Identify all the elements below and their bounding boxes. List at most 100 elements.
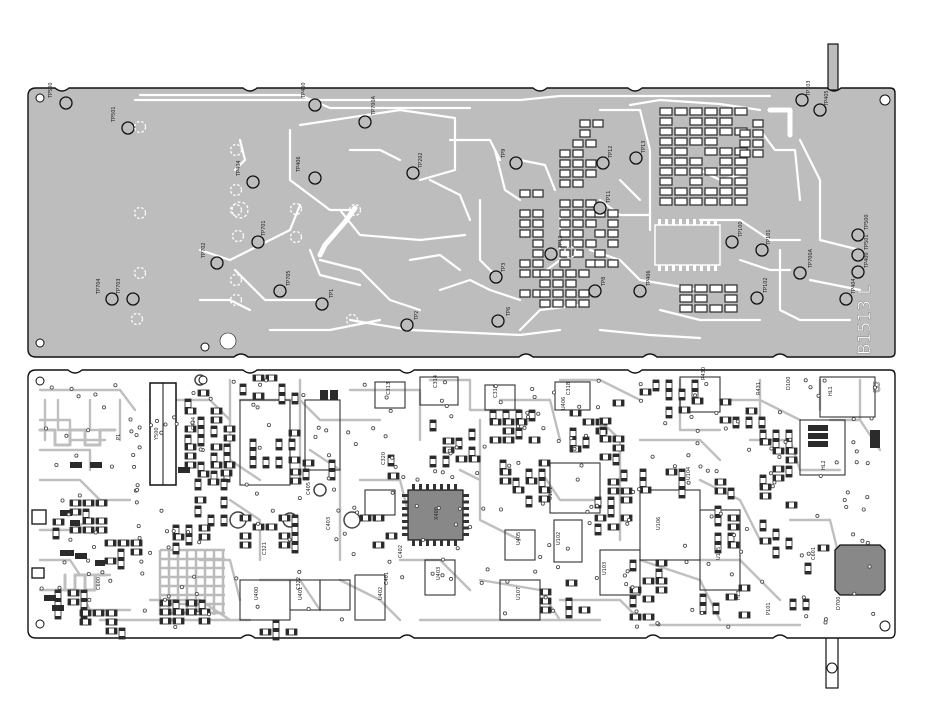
smd-pad — [292, 393, 298, 396]
top-ic-pin — [665, 219, 668, 225]
smd-pad — [621, 478, 627, 481]
smd-pad — [754, 408, 757, 414]
smd-pad — [279, 401, 285, 404]
via — [148, 423, 153, 428]
smd-pad — [294, 629, 297, 635]
via — [869, 416, 874, 421]
smd-pad — [118, 549, 124, 552]
dark-pad — [90, 462, 102, 468]
component-label: HL3 — [736, 590, 742, 600]
via — [551, 608, 556, 613]
smd-pad — [773, 475, 776, 481]
smd-pad — [221, 505, 227, 508]
test-point — [489, 270, 503, 284]
smd-pad — [679, 487, 685, 490]
test-point-label: TP102 — [763, 277, 769, 294]
smd-pad — [700, 594, 706, 597]
smd-pad — [595, 515, 598, 521]
top-pad — [572, 169, 584, 178]
smd-pad — [760, 475, 766, 478]
smd-pad — [207, 609, 210, 615]
via — [695, 441, 700, 446]
smd-pad — [613, 445, 616, 451]
top-trace — [318, 258, 422, 312]
bottom-trace — [358, 478, 412, 522]
smd-pad — [692, 398, 695, 404]
smd-pad — [715, 523, 721, 526]
via — [447, 448, 452, 453]
via — [631, 489, 636, 494]
top-pad — [592, 119, 604, 128]
top-pad — [689, 197, 703, 206]
smd-pad — [733, 425, 739, 428]
via — [585, 509, 590, 514]
mount-hole-big — [219, 332, 237, 350]
top-pad — [532, 259, 544, 268]
chip-pin — [440, 540, 443, 546]
smd-pad — [587, 607, 590, 613]
smd-pad — [55, 616, 61, 619]
via — [453, 522, 458, 527]
smd-pad — [381, 515, 384, 521]
top-ic-pin — [679, 265, 682, 271]
smd-pad — [206, 390, 209, 396]
via — [60, 498, 65, 503]
via — [718, 511, 723, 516]
smd-pad — [298, 469, 301, 475]
top-pad — [679, 284, 693, 293]
mount-hole-b-br — [879, 620, 891, 632]
smd-pad — [68, 599, 71, 605]
via — [803, 378, 808, 383]
smd-pad — [185, 462, 188, 468]
smd-pad — [373, 542, 376, 548]
via — [206, 612, 211, 617]
top-pad — [532, 239, 544, 248]
smd-pad — [91, 527, 94, 533]
smd-pad — [160, 618, 163, 624]
via — [186, 530, 191, 535]
via — [442, 380, 447, 385]
smd-pad — [160, 600, 163, 606]
via — [270, 508, 275, 513]
via — [454, 445, 459, 450]
component-label: U106 — [656, 517, 662, 530]
via — [194, 591, 199, 596]
component-label: D100 — [786, 377, 792, 390]
smd-pad — [114, 619, 117, 625]
smd-pad — [656, 569, 662, 572]
top-pad — [719, 197, 733, 206]
test-point-label: TP3 — [501, 263, 507, 273]
top-trace — [308, 248, 362, 287]
via — [726, 624, 731, 629]
smd-pad — [113, 558, 116, 564]
top-pad — [674, 167, 688, 176]
dark-pad — [808, 433, 828, 439]
smd-pad — [679, 469, 685, 472]
top-pad — [739, 139, 751, 148]
smd-pad — [608, 497, 614, 500]
via — [415, 477, 420, 482]
via — [873, 385, 878, 390]
bottom-trace — [698, 478, 762, 542]
via — [834, 460, 839, 465]
smd-pad — [805, 563, 811, 566]
top-ic-pin — [672, 219, 675, 225]
via — [595, 503, 600, 508]
test-point — [308, 171, 322, 185]
component-label: C601 — [811, 547, 817, 560]
smd-pad — [119, 636, 125, 639]
smd-pad — [548, 598, 551, 604]
via — [433, 469, 438, 474]
top-pad — [559, 199, 571, 208]
via — [485, 567, 490, 572]
smd-pad — [526, 496, 532, 499]
chip-pin — [402, 507, 408, 510]
via — [522, 425, 527, 430]
test-point — [750, 291, 764, 305]
smd-pad — [608, 524, 611, 530]
via — [575, 477, 580, 482]
smd-pad — [193, 444, 196, 450]
smd-pad — [630, 587, 633, 593]
top-pad — [734, 107, 748, 116]
smd-pad — [185, 435, 191, 438]
